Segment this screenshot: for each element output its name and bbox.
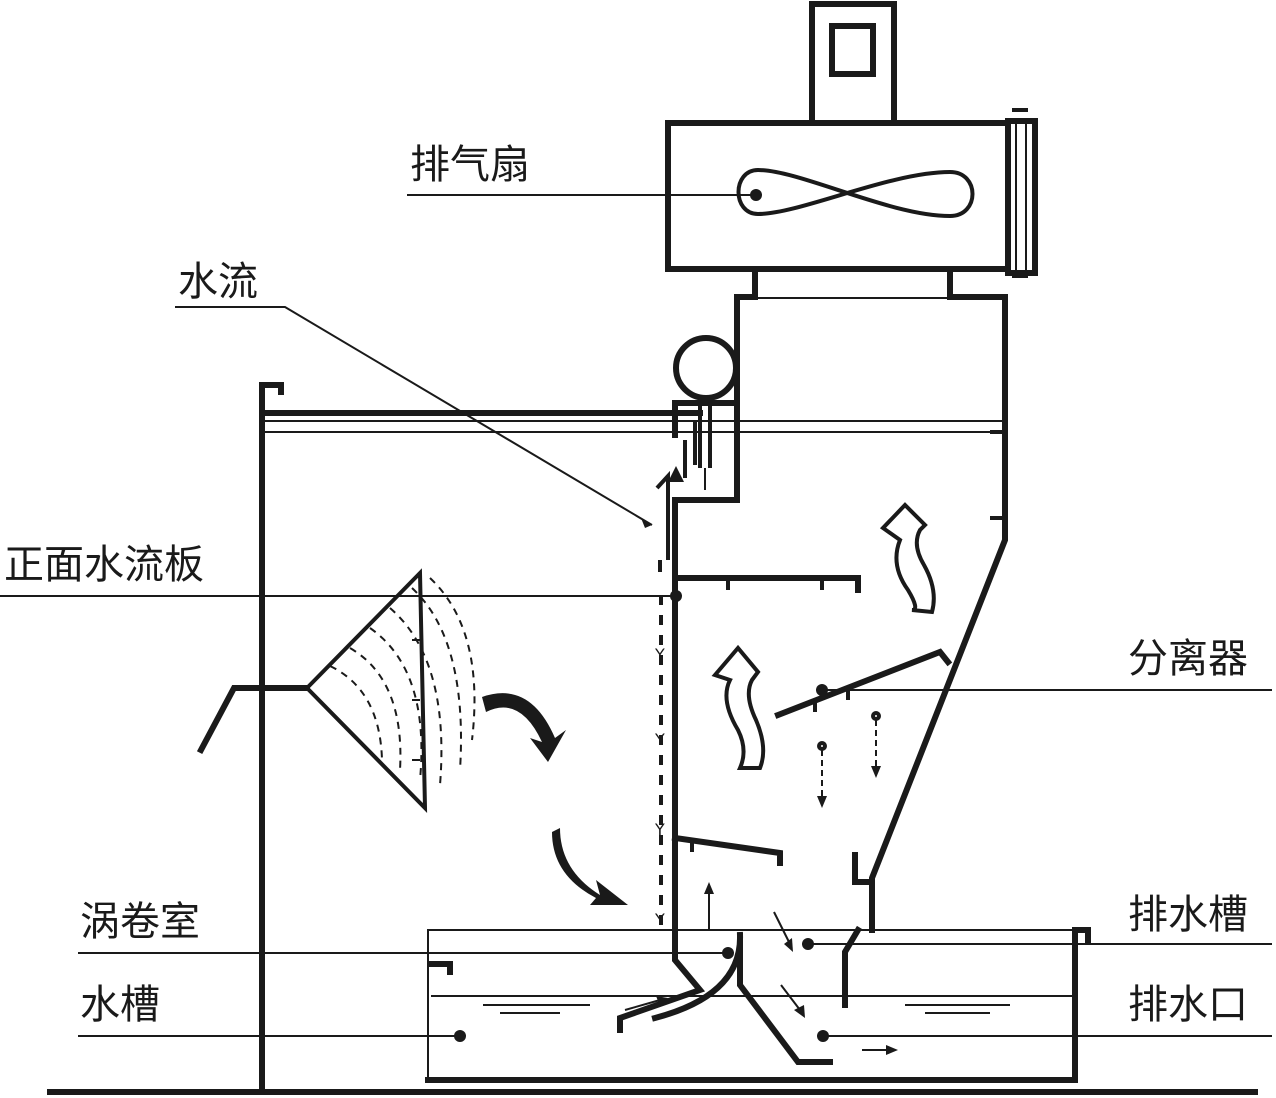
label-exhaust-fan: 排气扇 <box>410 142 530 188</box>
water-supply-pipe <box>655 335 740 572</box>
leader-lines <box>0 194 1272 1037</box>
svg-text:Y: Y <box>654 645 665 664</box>
label-drain-trough: 排水槽 <box>1128 892 1248 938</box>
fan-blade-icon <box>736 167 975 219</box>
drain-trough <box>617 925 898 1065</box>
duct-collar <box>734 266 1008 933</box>
label-water-flow: 水流 <box>178 259 258 305</box>
svg-text:Y: Y <box>654 730 665 749</box>
separator-baffles <box>671 575 953 885</box>
svg-text:Y: Y <box>654 820 665 839</box>
exhaust-fan-unit <box>665 1 1038 278</box>
front-water-plate-drops: Y Y Y Y <box>654 595 665 930</box>
airflow-arrows <box>482 693 628 905</box>
booth-walls <box>259 382 1005 1095</box>
label-drain-outlet: 排水口 <box>1128 982 1248 1028</box>
spray-gun <box>196 568 476 813</box>
label-front-water-plate: 正面水流板 <box>4 542 204 588</box>
label-vortex-chamber: 涡卷室 <box>80 899 200 945</box>
rising-air-arrows <box>704 502 936 952</box>
svg-text:Y: Y <box>654 910 665 929</box>
label-water-tank: 水槽 <box>80 982 160 1028</box>
label-separator: 分离器 <box>1128 636 1248 682</box>
